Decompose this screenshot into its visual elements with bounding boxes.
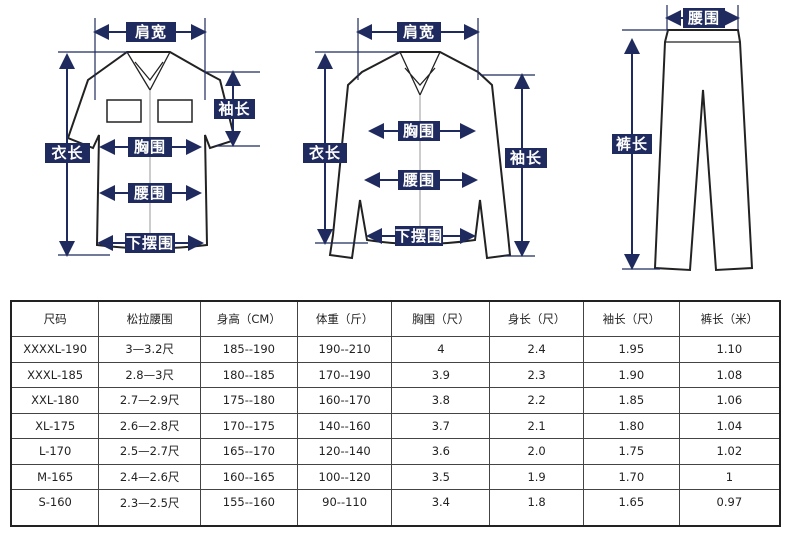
table-cell: L-170: [10, 438, 100, 465]
table-cell: XXXL-185: [10, 361, 100, 388]
table-cell: 175--180: [199, 387, 298, 414]
table-cell: 2.1: [489, 412, 584, 439]
label-shoulder-width: 肩宽: [126, 22, 176, 42]
table-cell: 1.80: [582, 412, 680, 439]
table-cell: 2.6—2.8尺: [98, 412, 201, 439]
column-header: 尺码: [10, 300, 100, 337]
column-header: 袖长（尺）: [582, 300, 680, 337]
table-cell: XXXXL-190: [10, 336, 100, 363]
table-cell: 1.04: [678, 412, 781, 439]
table-cell: 180--185: [199, 361, 298, 388]
table-cell: XXL-180: [10, 387, 100, 414]
column-header: 身高（CM）: [199, 300, 298, 337]
label-pants-length: 裤长: [612, 134, 652, 154]
table-cell: 1: [678, 463, 781, 490]
table-cell: 3.9: [391, 361, 491, 388]
table-cell: 2.7—2.9尺: [98, 387, 201, 414]
table-cell: 2.2: [489, 387, 584, 414]
label-sleeve-length: 袖长: [214, 99, 255, 119]
table-cell: 1.90: [582, 361, 680, 388]
table-cell: 1.10: [678, 336, 781, 363]
table-cell: 1.02: [678, 438, 781, 465]
table-cell: 1.65: [582, 489, 680, 527]
table-cell: 1.08: [678, 361, 781, 388]
table-cell: 140--160: [296, 412, 393, 439]
table-cell: 2.3—2.5尺: [98, 489, 201, 527]
label-chest: 胸围: [128, 137, 172, 157]
table-cell: 120--140: [296, 438, 393, 465]
label-garment-length: 衣长: [303, 143, 347, 163]
table-cell: S-160: [10, 489, 100, 527]
label-chest: 胸围: [398, 121, 440, 141]
table-cell: 1.8: [489, 489, 584, 527]
table-cell: 190--210: [296, 336, 393, 363]
table-cell: 165--170: [199, 438, 298, 465]
label-sleeve-length: 袖长: [505, 148, 547, 168]
table-cell: 1.75: [582, 438, 680, 465]
table-cell: 100--120: [296, 463, 393, 490]
label-hem: 下摆围: [125, 233, 175, 253]
table-cell: 1.85: [582, 387, 680, 414]
column-header: 裤长（米）: [678, 300, 781, 337]
table-cell: 0.97: [678, 489, 781, 527]
table-cell: 1.06: [678, 387, 781, 414]
size-table: 尺码松拉腰围身高（CM）体重（斤）胸围（尺）身长（尺）袖长（尺）裤长（米） XX…: [10, 300, 781, 527]
table-cell: 2.5—2.7尺: [98, 438, 201, 465]
column-header: 体重（斤）: [296, 300, 393, 337]
table-cell: 3.6: [391, 438, 491, 465]
table-cell: 3.8: [391, 387, 491, 414]
column-header: 胸围（尺）: [391, 300, 491, 337]
table-cell: 1.70: [582, 463, 680, 490]
table-cell: 2.4—2.6尺: [98, 463, 201, 490]
table-cell: 3.7: [391, 412, 491, 439]
table-cell: 2.3: [489, 361, 584, 388]
pants-drawing: [653, 29, 754, 272]
table-header-row: 尺码松拉腰围身高（CM）体重（斤）胸围（尺）身长（尺）袖长（尺）裤长（米）: [10, 300, 781, 337]
table-cell: 1.9: [489, 463, 584, 490]
table-cell: 160--165: [199, 463, 298, 490]
label-pants-waist: 腰围: [683, 8, 725, 28]
table-cell: 4: [391, 336, 491, 363]
table-cell: M-165: [10, 463, 100, 490]
table-cell: 160--170: [296, 387, 393, 414]
table-cell: 2.8—3尺: [98, 361, 201, 388]
garment-diagrams: [58, 5, 754, 272]
label-waist: 腰围: [398, 170, 440, 190]
table-cell: 3—3.2尺: [98, 336, 201, 363]
column-header: 松拉腰围: [98, 300, 201, 337]
column-header: 身长（尺）: [489, 300, 584, 337]
table-cell: 155--160: [199, 489, 298, 527]
label-hem: 下摆围: [395, 226, 444, 246]
table-cell: 185--190: [199, 336, 298, 363]
table-cell: 3.5: [391, 463, 491, 490]
table-cell: 1.95: [582, 336, 680, 363]
table-cell: 170--175: [199, 412, 298, 439]
table-cell: 2.4: [489, 336, 584, 363]
label-garment-length: 衣长: [45, 143, 90, 163]
table-cell: 90--110: [296, 489, 393, 527]
label-waist: 腰围: [128, 183, 172, 203]
label-shoulder-width: 肩宽: [397, 22, 441, 42]
table-cell: 3.4: [391, 489, 491, 527]
table-cell: 170--190: [296, 361, 393, 388]
table-cell: XL-175: [10, 412, 100, 439]
table-cell: 2.0: [489, 438, 584, 465]
